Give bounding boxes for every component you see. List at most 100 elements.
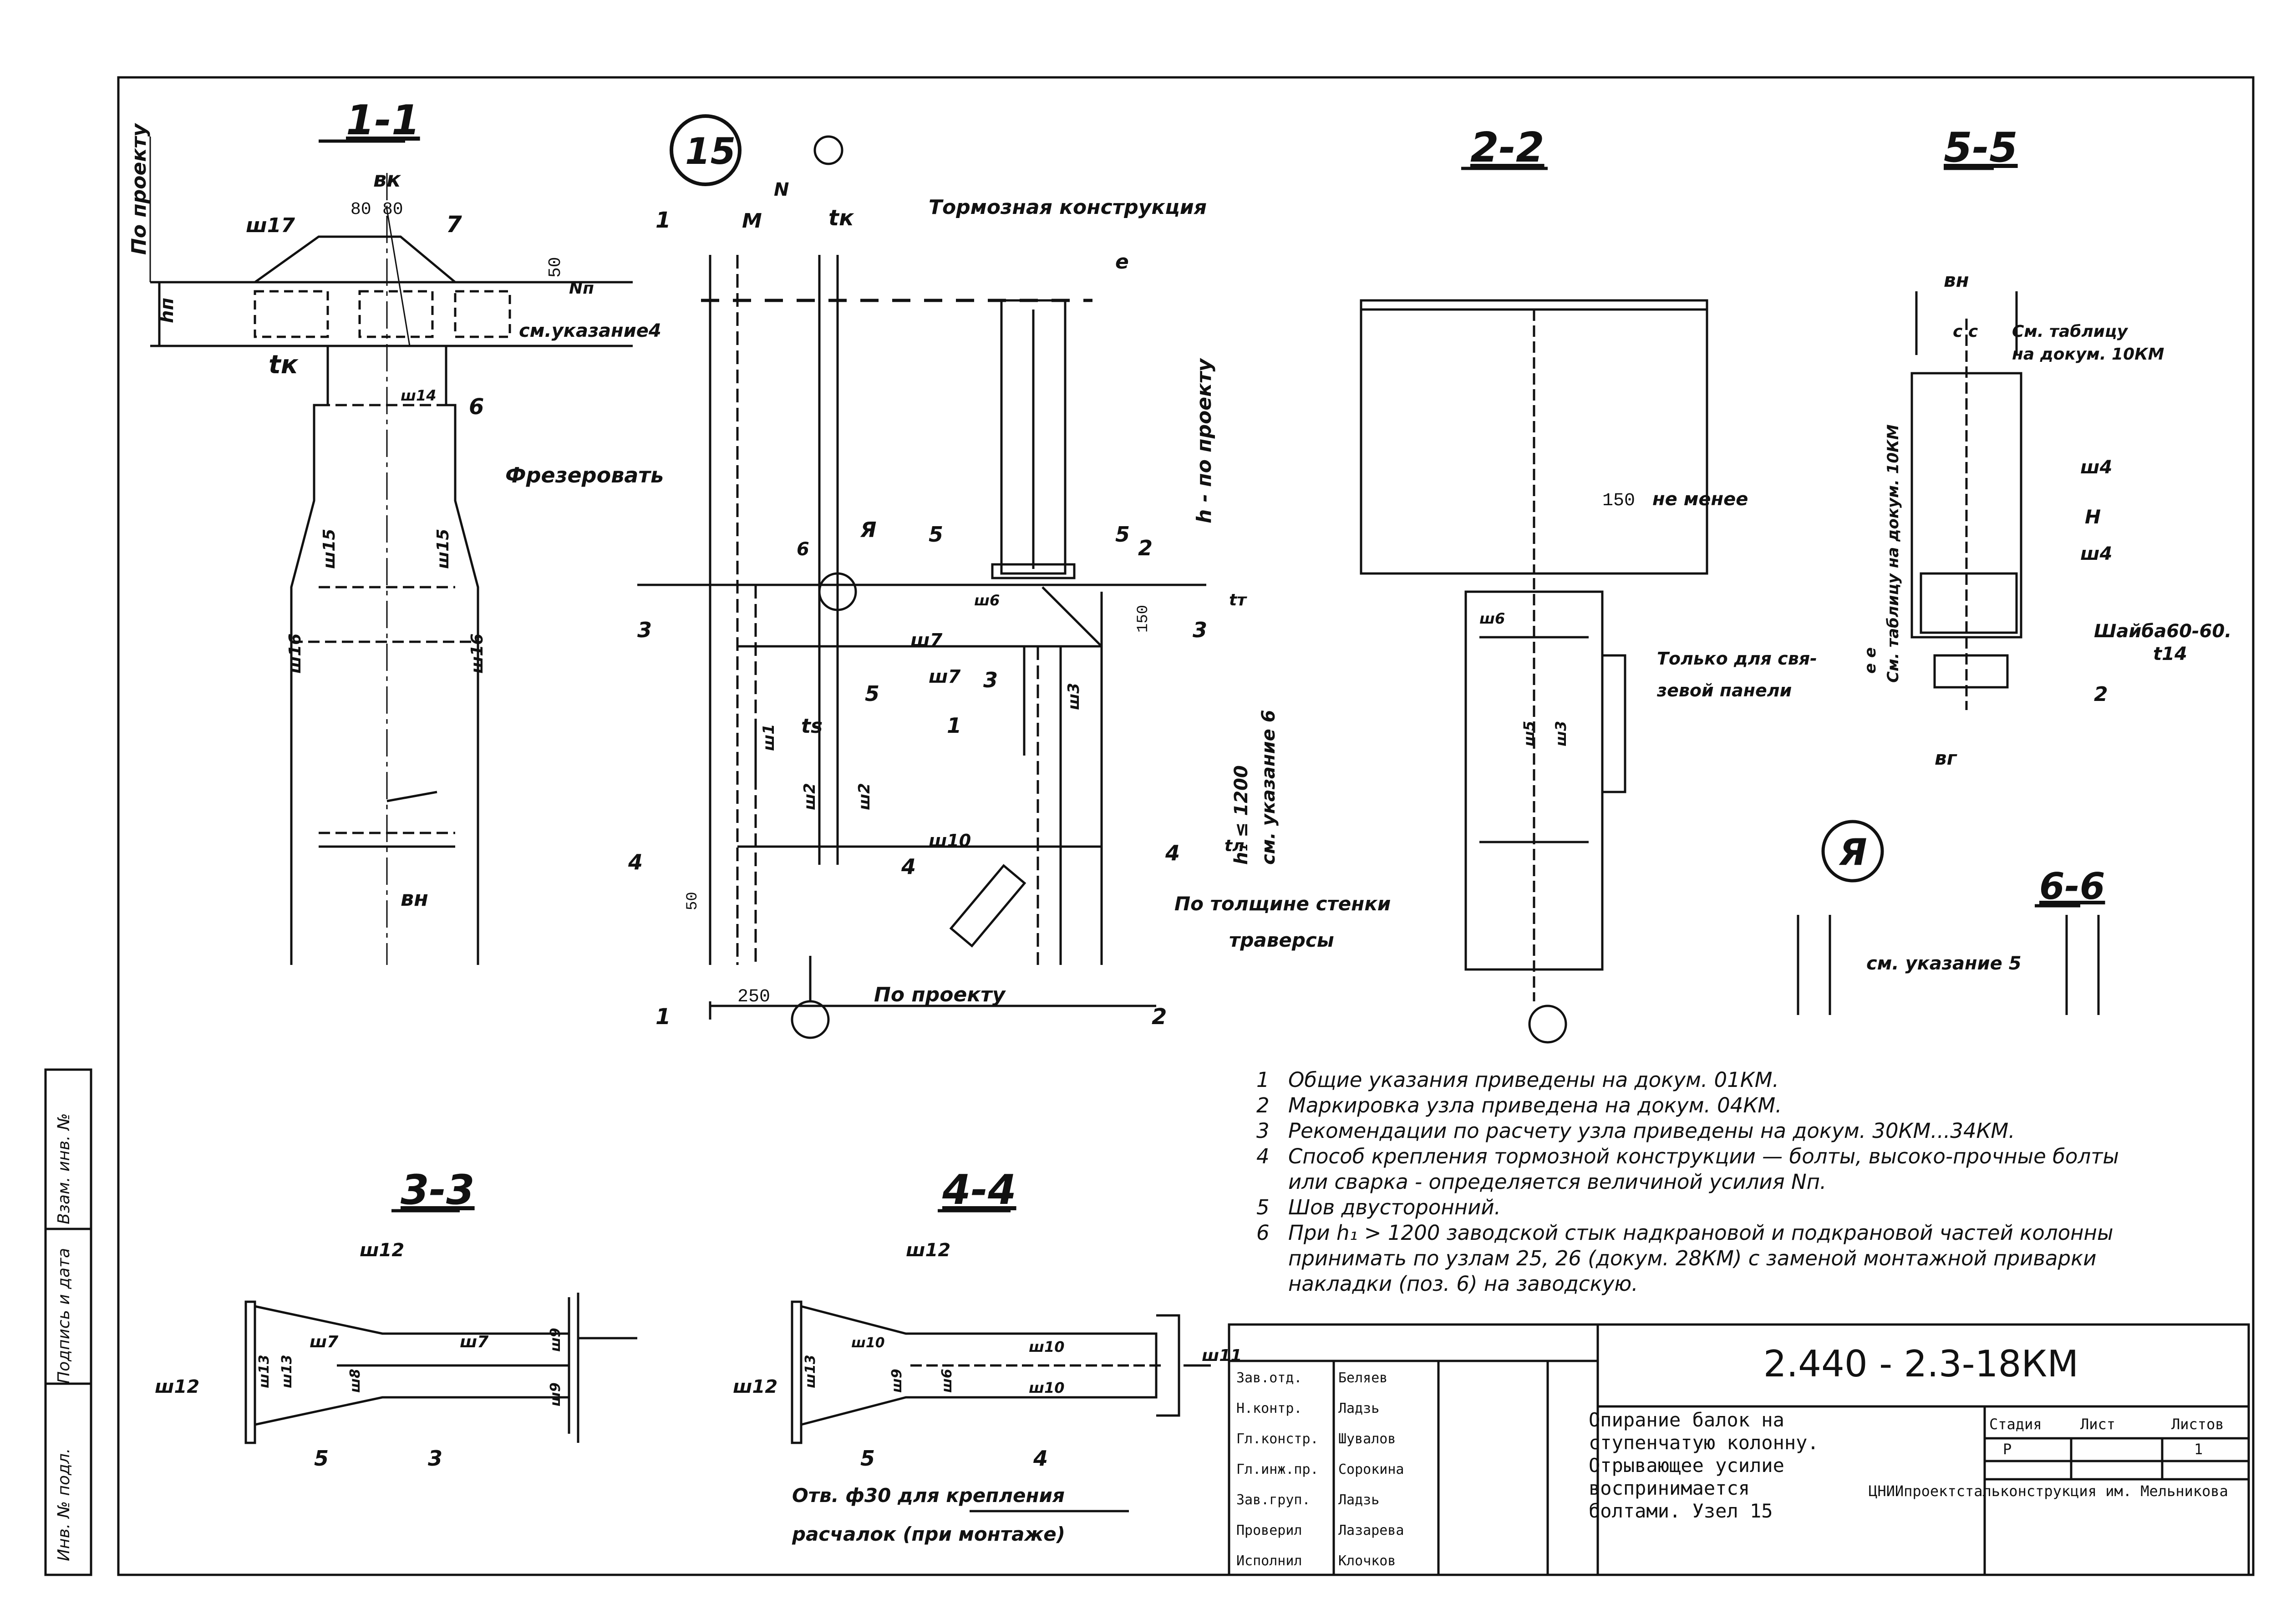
label-sm-ukaz4: см.указание4 xyxy=(519,320,661,341)
label-hn: hп xyxy=(157,298,178,323)
label-sh13b: ш13 xyxy=(279,1355,295,1388)
signature-role: Проверил xyxy=(1236,1522,1302,1538)
label-tt: tт xyxy=(1229,591,1247,609)
label-sh12d: ш12 xyxy=(733,1376,777,1397)
label-s1b: 1 xyxy=(655,208,671,233)
section-2-2-label: 2-2 xyxy=(1470,124,1544,172)
label-dim-50: 50 xyxy=(546,257,565,278)
note-text: Рекомендации по расчету узла приведены н… xyxy=(1288,1119,2015,1143)
label-sh7a: ш7 xyxy=(910,630,942,651)
signature-name: Лазарева xyxy=(1338,1522,1404,1538)
section-6-6-label: 6-6 xyxy=(2039,865,2105,908)
label-bg: вг xyxy=(1935,747,1958,769)
label-sh4a: ш4 xyxy=(2080,457,2112,478)
label-sh4b: ш4 xyxy=(2080,543,2112,564)
label-tk: tк xyxy=(269,350,299,380)
section-5-5-label: 5-5 xyxy=(1944,124,2018,172)
label-num7: 7 xyxy=(446,211,462,238)
label-sh10b: ш10 xyxy=(1029,1338,1065,1355)
label-num2: 2 xyxy=(1138,536,1153,560)
label-sh9a: ш9 xyxy=(548,1328,564,1352)
label-num3: 3 xyxy=(983,668,998,692)
title-block-grid xyxy=(1228,1323,2250,1576)
label-sh1: ш1 xyxy=(760,724,778,751)
organization-name: ЦНИИпроектстальконструкция им. Мельников… xyxy=(1869,1482,2228,1500)
label-sh9c: ш9 xyxy=(889,1369,905,1393)
general-notes: 1 Общие указания приведены на докум. 01КМ… xyxy=(1256,1067,2121,1297)
label-dim150b: 150 xyxy=(1602,491,1635,511)
label-sh11: ш11 xyxy=(1202,1346,1242,1365)
label-tk2: tк xyxy=(828,205,854,231)
section-4-4-label: 4-4 xyxy=(942,1166,1016,1214)
section-3-3-label: 3-3 xyxy=(401,1166,475,1214)
label-sh7c: ш7 xyxy=(310,1333,338,1351)
label-sh7b: ш7 xyxy=(929,666,960,687)
signature-role: Гл.инж.пр. xyxy=(1236,1462,1319,1477)
signature-name: Ладзь xyxy=(1338,1492,1380,1508)
node-circle xyxy=(670,114,742,186)
signature-name: Беляев xyxy=(1338,1370,1388,1386)
label-H: H xyxy=(2085,506,2101,528)
label-tormoz: Тормозная конструкция xyxy=(929,196,1207,219)
label-s3b: 3 xyxy=(1193,618,1207,642)
label-sh16b: ш16 xyxy=(468,634,487,674)
label-cc: c c xyxy=(1953,322,1978,341)
label-s3: 3 xyxy=(637,618,652,642)
label-ts: ts xyxy=(801,715,823,738)
label-sh2a: ш2 xyxy=(801,783,819,810)
label-sh16a: ш16 xyxy=(286,634,305,674)
label-dim-80b: 80 xyxy=(382,200,403,219)
section-3-3-drawing xyxy=(244,1209,637,1444)
label-s5b: 5 xyxy=(1115,522,1130,547)
note-item: 3 Рекомендации по расчету узла приведены … xyxy=(1256,1118,2121,1144)
label-sh3b: ш3 xyxy=(1552,721,1570,746)
label-sh17: ш17 xyxy=(246,214,295,237)
note-number: 3 xyxy=(1256,1119,1270,1143)
note-item: 1 Общие указания приведены на докум. 01КМ… xyxy=(1256,1067,2121,1093)
section-1-1-drawing xyxy=(149,137,633,965)
label-num4: 4 xyxy=(901,854,916,879)
node-number: 15 xyxy=(685,130,736,173)
sidebar-stamps: Инв. № подл. Подпись и дата Взам. инв. № xyxy=(55,1113,73,1561)
label-ya: Я xyxy=(860,518,876,542)
note-number: 2 xyxy=(1256,1093,1270,1117)
label-sh7d: ш7 xyxy=(460,1333,488,1351)
label-sm-tabl-vertical: См. таблицу на докум. 10КМ xyxy=(1884,424,1902,683)
label-sh10a: ш10 xyxy=(851,1335,885,1351)
signature-role: Гл.констр. xyxy=(1236,1431,1319,1447)
label-shayba: Шайба60-60. xyxy=(2094,621,2231,642)
label-e: е xyxy=(1115,250,1129,274)
label-sh12a: ш12 xyxy=(360,1240,404,1261)
label-num6: 6 xyxy=(469,394,484,420)
signature-role: Исполнил xyxy=(1236,1553,1302,1569)
label-sh9b: ш9 xyxy=(548,1382,564,1406)
label-sh13c: ш13 xyxy=(803,1355,818,1388)
label-s4b: 4 xyxy=(1165,841,1180,865)
sheets-value: 1 xyxy=(2194,1441,2203,1458)
main-elevation-drawing xyxy=(637,135,1206,1039)
label-s6: 6 xyxy=(797,539,809,560)
note-number: 1 xyxy=(1256,1068,1270,1092)
signature-name: Клочков xyxy=(1338,1553,1396,1569)
label-sm-tabl: См. таблицу xyxy=(2012,322,2129,341)
label-sh6b: ш6 xyxy=(1479,610,1505,627)
label-sh8: ш8 xyxy=(347,1369,363,1393)
label-s2: 2 xyxy=(1152,1004,1167,1030)
section-2-2-drawing xyxy=(1360,167,1708,1044)
label-h1: h₁ ≤ 1200 xyxy=(1231,765,1252,865)
label-sh12c: ш12 xyxy=(906,1240,950,1261)
label-otv: Отв. ф30 для крепления xyxy=(792,1484,1065,1507)
label-s4: 4 xyxy=(628,850,643,874)
label-sh13a: ш13 xyxy=(256,1355,272,1388)
label-sh15b: ш15 xyxy=(434,529,452,569)
note-text: Общие указания приведены на докум. 01КМ. xyxy=(1288,1068,1779,1092)
label-num3b: 3 xyxy=(428,1446,442,1471)
label-na-dokum: на докум. 10КМ xyxy=(2012,345,2164,364)
label-sh10c: ш10 xyxy=(1029,1379,1065,1396)
label-sh6c: ш6 xyxy=(939,1369,955,1393)
label-s1-top: 1 xyxy=(655,1004,671,1030)
label-bk: вк xyxy=(373,167,401,192)
stage-header: Стадия xyxy=(1989,1416,2042,1433)
